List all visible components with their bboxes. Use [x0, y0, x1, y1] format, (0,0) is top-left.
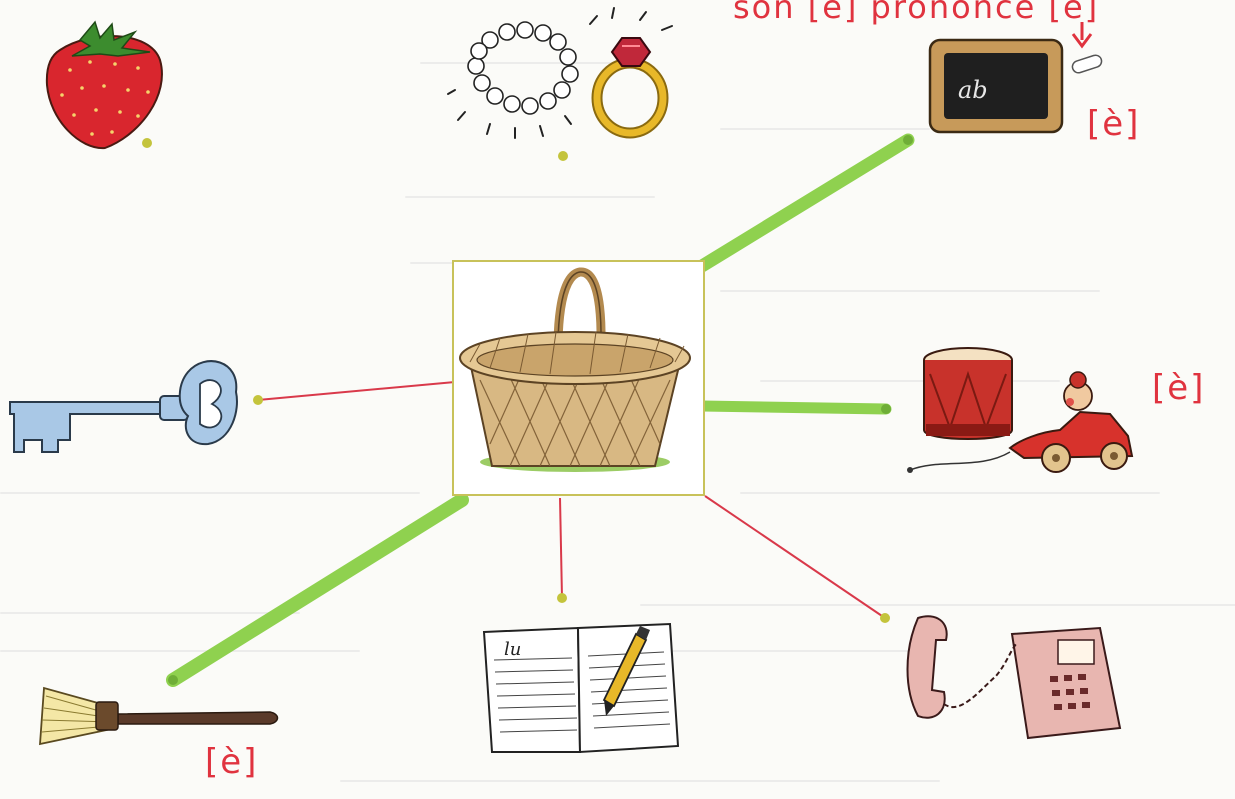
red-line-key — [258, 382, 455, 400]
handwritten-label-toys: [è] — [1152, 368, 1205, 408]
dot-jewelry — [558, 151, 568, 161]
key-icon — [10, 361, 237, 452]
dot-chalkboard — [903, 135, 913, 145]
notebook-writing: lu — [504, 639, 521, 660]
telephone-icon — [908, 616, 1121, 738]
strawberry-icon — [47, 22, 162, 148]
chalkboard-writing: ab — [958, 76, 988, 104]
green-line-chalkboard — [702, 140, 908, 266]
chalkboard-icon: ab — [930, 22, 1103, 132]
jewelry-icon — [448, 8, 672, 138]
handwritten-label-broom: [è] — [205, 742, 258, 782]
broom-icon — [40, 688, 278, 744]
handwritten-label-chalkboard: [è] — [1087, 104, 1140, 144]
notebook-icon: lu — [484, 624, 678, 752]
dot-broom — [168, 675, 178, 685]
green-line-toys — [702, 406, 886, 409]
dot-telephone — [880, 613, 890, 623]
chalk-piece — [1071, 54, 1103, 75]
handwritten-note-top: son [è] prononcé [è] — [733, 0, 1099, 26]
dot-strawberry — [142, 138, 152, 148]
drum-and-toy-car-icon — [907, 348, 1132, 473]
dot-notebook — [557, 593, 567, 603]
dot-key — [253, 395, 263, 405]
dot-toys — [881, 404, 891, 414]
red-line-telephone — [705, 496, 885, 618]
red-line-notebook — [560, 498, 562, 598]
green-line-broom — [173, 500, 462, 680]
